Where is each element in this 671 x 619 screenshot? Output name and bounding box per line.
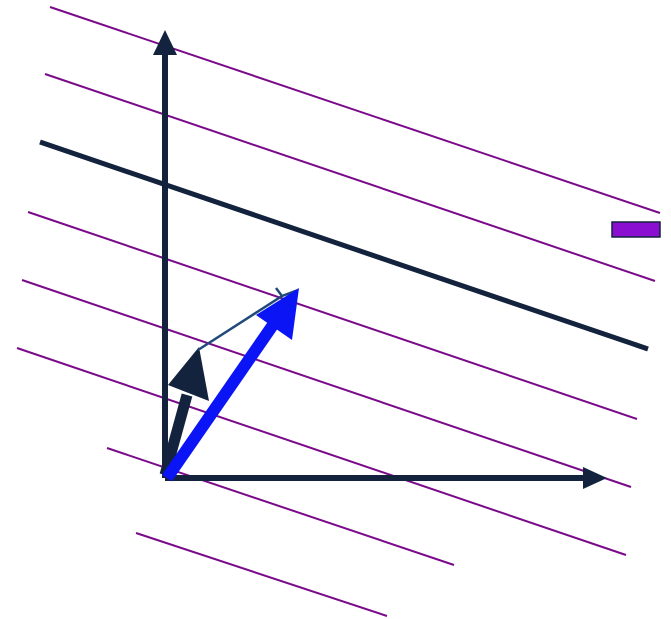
- iso-line-1: [49, 6, 661, 214]
- blue-vector-arrowhead-icon: [256, 288, 299, 340]
- blue-vector: [162, 288, 299, 482]
- dark-vector: [159, 347, 209, 477]
- boundary-line: [39, 139, 649, 352]
- iso-line-2: [44, 73, 656, 282]
- iso-line-3: [27, 211, 638, 420]
- dark-vector-arrowhead-icon: [168, 347, 209, 401]
- marker-rectangle: [611, 221, 661, 238]
- x-axis-arrowhead-icon: [583, 467, 607, 489]
- iso-line-5: [16, 347, 627, 556]
- blue-vector-shaft: [162, 318, 280, 482]
- axes: [153, 30, 607, 489]
- iso-line-4: [21, 279, 632, 488]
- iso-lines: [16, 6, 661, 617]
- iso-line-6: [106, 447, 455, 566]
- dark-vector-shaft: [159, 393, 193, 477]
- iso-line-7: [135, 532, 388, 617]
- y-axis-arrowhead-icon: [153, 30, 177, 55]
